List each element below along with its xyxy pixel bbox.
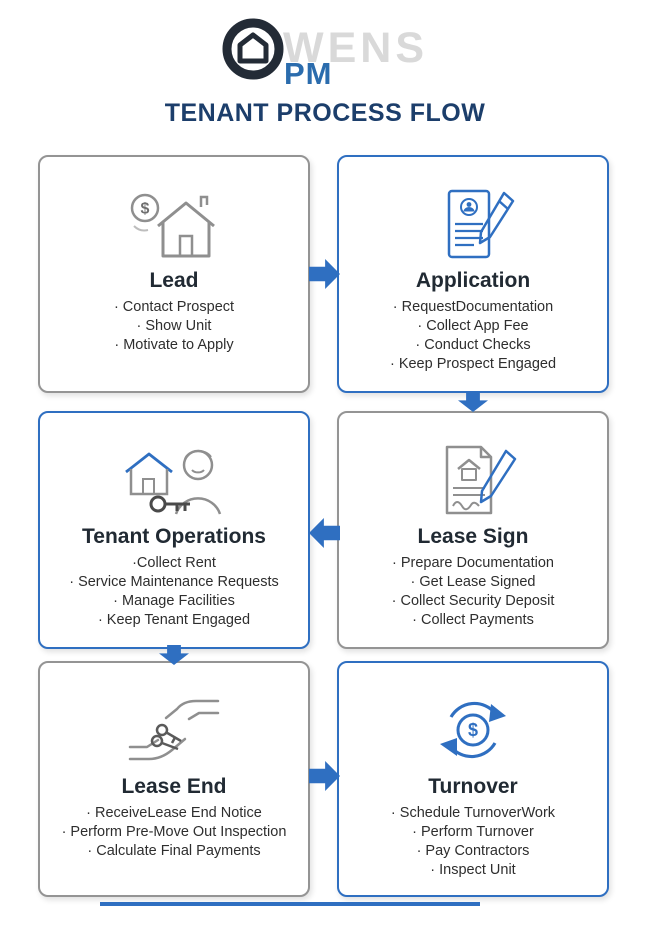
hands-exchanging-keys-icon [124, 689, 224, 771]
list-item: · Calculate Final Payments [87, 843, 261, 860]
list-item: · Keep Tenant Engaged [97, 612, 251, 629]
list-item: · Service Maintenance Requests [69, 574, 279, 591]
list-item: · Collect Payments [412, 612, 534, 629]
list-item: · Pay Contractors [416, 843, 530, 860]
list-item: · Prepare Documentation [392, 555, 554, 571]
house-with-dollar-coin-icon: $ [126, 183, 222, 265]
box-items: · ReceiveLease End Notice · Perform Pre-… [62, 804, 287, 861]
arrow-down-application-to-lease-sign-icon [458, 392, 488, 412]
list-item: · Collect App Fee [417, 318, 529, 335]
lead-box: $ Lead · Contact Prospect · Show Unit · … [38, 155, 310, 393]
list-item: · Collect Security Deposit [391, 593, 555, 610]
application-box: Application · RequestDocumentation · Col… [337, 155, 609, 393]
application-form-pencil-icon [427, 183, 519, 265]
list-item: · Perform Pre-Move Out Inspection [61, 824, 287, 841]
turnover-box: $ Turnover · Schedule TurnoverWork · Per… [337, 661, 609, 897]
box-items: · Prepare Documentation · Get Lease Sign… [392, 554, 555, 631]
footer-divider [100, 902, 480, 906]
brand-header: WENS PM [0, 0, 650, 95]
list-item: · Perform Turnover [412, 824, 534, 841]
arrow-right-lease-end-to-turnover-icon [309, 761, 340, 791]
box-title: Lease Sign [417, 525, 529, 548]
svg-text:$: $ [468, 720, 478, 740]
arrow-left-lease-sign-to-tenant-operations-icon [309, 518, 340, 548]
box-title: Application [415, 269, 531, 292]
list-item: · RequestDocumentation [392, 299, 554, 315]
box-title: Lease End [121, 775, 227, 798]
brand-watermark-text: WENS [283, 24, 428, 72]
box-items: ·Collect Rent · Service Maintenance Requ… [69, 554, 279, 631]
tenant-with-key-and-house-icon [118, 439, 230, 521]
turnover-cycle-dollar-icon: $ [431, 689, 515, 771]
list-item: · Conduct Checks [415, 337, 531, 354]
list-item: · Contact Prospect [113, 299, 235, 315]
box-title: Lead [149, 269, 199, 292]
arrow-right-lead-to-application-icon [309, 259, 340, 289]
list-item: · Inspect Unit [430, 862, 516, 879]
box-items: · RequestDocumentation · Collect App Fee… [390, 298, 556, 375]
list-item: · Get Lease Signed [410, 574, 536, 591]
box-title: Tenant Operations [82, 525, 266, 548]
list-item: · Keep Prospect Engaged [389, 356, 557, 373]
lease-sign-box: Lease Sign · Prepare Documentation · Get… [337, 411, 609, 649]
list-item: · ReceiveLease End Notice [86, 805, 262, 821]
box-title: Turnover [428, 775, 518, 798]
list-item: · Motivate to Apply [114, 337, 234, 354]
lease-document-pencil-icon [425, 439, 521, 521]
list-item: ·Collect Rent [132, 555, 216, 571]
tenant-operations-box: Tenant Operations ·Collect Rent · Servic… [38, 411, 310, 649]
list-item: · Schedule TurnoverWork [390, 805, 556, 821]
page-title: TENANT PROCESS FLOW [164, 99, 486, 127]
brand-initials-text: PM [284, 56, 333, 91]
lease-end-box: Lease End · ReceiveLease End Notice · Pe… [38, 661, 310, 897]
svg-text:$: $ [141, 201, 150, 218]
owens-pm-logo-icon [222, 18, 284, 85]
list-item: · Show Unit [136, 318, 212, 335]
box-items: · Contact Prospect · Show Unit · Motivat… [114, 298, 234, 355]
list-item: · Manage Facilities [113, 593, 235, 610]
box-items: · Schedule TurnoverWork · Perform Turnov… [391, 804, 555, 881]
